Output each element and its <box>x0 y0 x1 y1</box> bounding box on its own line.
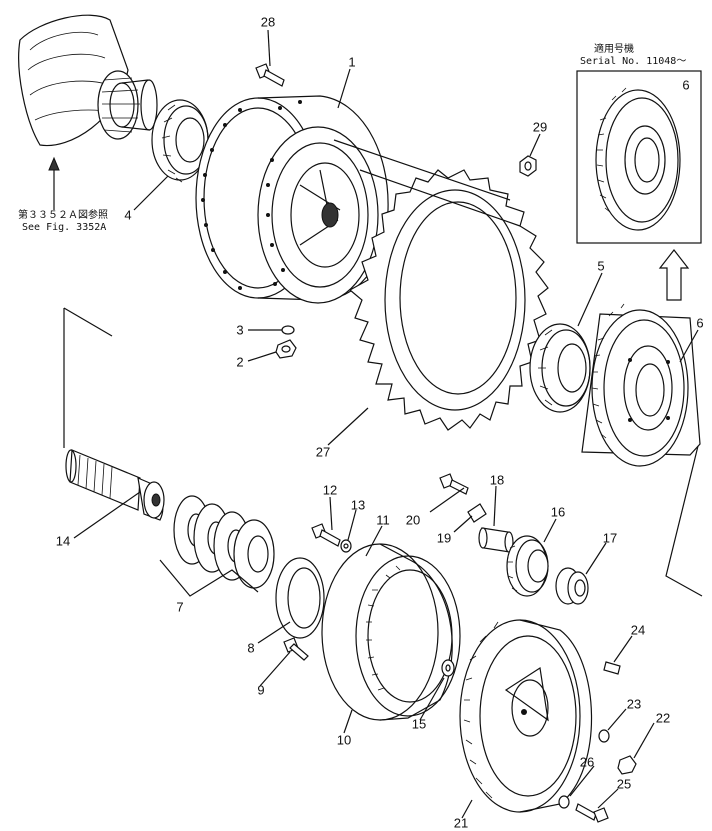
carrier-part-21 <box>459 619 593 813</box>
part-label-6-variant: 6 <box>682 77 690 93</box>
serial-note-jp: 適用号機 <box>594 44 634 55</box>
part-label-4: 4 <box>124 207 132 223</box>
part-label-20: 20 <box>405 512 421 528</box>
pin-part-18 <box>478 527 514 553</box>
part-label-6: 6 <box>696 315 704 331</box>
plate-part-19 <box>467 503 487 523</box>
part-label-13: 13 <box>350 497 366 513</box>
seal-part-3 <box>281 325 295 335</box>
washer-part-13 <box>340 539 352 553</box>
plug-part-2 <box>275 339 297 359</box>
part-label-5: 5 <box>597 258 605 274</box>
part-label-17: 17 <box>602 530 618 546</box>
part-label-22: 22 <box>655 710 671 726</box>
plug-part-22 <box>617 755 637 775</box>
part-label-11: 11 <box>376 512 390 528</box>
reference-note-en: See Fig. 3352A <box>22 222 107 233</box>
bolt-part-25 <box>575 803 609 823</box>
part-label-8: 8 <box>247 640 255 656</box>
gear-part-6 <box>581 303 701 467</box>
part-label-28: 28 <box>260 14 276 30</box>
part-label-23: 23 <box>626 696 642 712</box>
bearing-part-5 <box>529 323 591 413</box>
o-ring-part-23 <box>598 729 610 743</box>
hub-part-1 <box>195 95 389 304</box>
serial-note-en: Serial No. 11048～ <box>580 56 687 67</box>
shaft-part-14 <box>65 449 165 521</box>
bearing-part-4 <box>151 99 209 183</box>
plug-part-15 <box>441 659 455 677</box>
part-label-16: 16 <box>550 504 566 520</box>
serial-variant-box <box>576 70 702 244</box>
part-label-29: 29 <box>532 119 548 135</box>
bolt-part-28 <box>255 63 285 87</box>
part-label-2: 2 <box>236 354 244 370</box>
part-label-14: 14 <box>55 533 71 549</box>
plate-stack-part-7 <box>159 495 275 597</box>
part-label-26: 26 <box>579 754 595 770</box>
part-label-7: 7 <box>176 599 184 615</box>
nut-part-29 <box>519 155 537 177</box>
part-label-19: 19 <box>436 530 452 546</box>
reference-arrow <box>48 156 60 210</box>
bolt-part-20 <box>439 473 469 495</box>
part-label-24: 24 <box>630 622 646 638</box>
part-label-12: 12 <box>322 482 338 498</box>
hub-bolt-holes <box>201 100 302 290</box>
final-drive-shaft-reference <box>18 14 158 147</box>
part-label-27: 27 <box>315 444 331 460</box>
pin-part-24 <box>603 661 621 675</box>
bolt-part-9 <box>283 637 309 661</box>
part-label-1: 1 <box>348 54 356 70</box>
part-label-10: 10 <box>336 732 352 748</box>
washer-part-26 <box>558 795 570 809</box>
planet-gear-part-16 <box>506 535 549 597</box>
sprocket-part-27 <box>348 169 549 431</box>
part-label-15: 15 <box>411 716 427 732</box>
part-label-21: 21 <box>453 815 469 831</box>
part-label-25: 25 <box>616 776 632 792</box>
ring-gear-part-10 <box>321 543 461 721</box>
retainer-part-8 <box>275 557 325 639</box>
reference-note-jp: 第３３５２Ａ図参照 <box>18 210 108 221</box>
variant-arrow <box>658 249 690 301</box>
part-label-9: 9 <box>257 682 265 698</box>
bolt-part-12 <box>311 523 341 547</box>
bearing-part-17 <box>555 567 589 605</box>
assembly-lines <box>63 139 703 597</box>
leader-lines <box>73 29 699 819</box>
part-label-3: 3 <box>236 322 244 338</box>
part-label-18: 18 <box>489 472 505 488</box>
